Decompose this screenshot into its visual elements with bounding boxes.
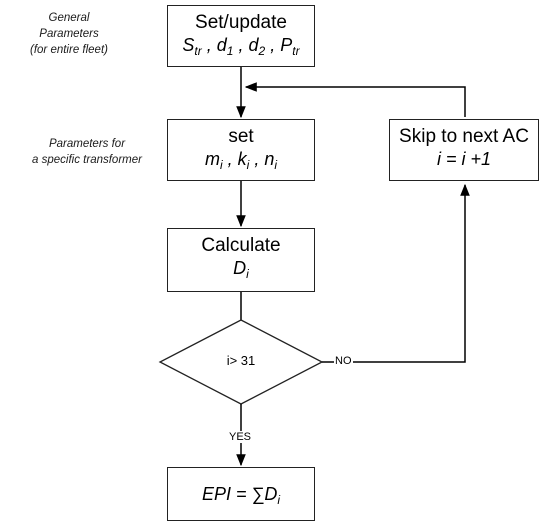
skip-formula: i = i +1	[436, 149, 492, 169]
var-s: Str	[182, 35, 202, 58]
calculate-title: Calculate	[201, 235, 281, 256]
var-n: ni	[264, 149, 278, 172]
note-line: (for entire fleet)	[30, 44, 108, 56]
note-line: Parameters	[39, 28, 99, 40]
general-parameters-note: General Parameters (for entire fleet)	[10, 10, 128, 58]
result-box: EPI = ∑Di	[167, 467, 315, 521]
yes-label: YES	[228, 431, 253, 443]
arrow-no-to-skip	[322, 183, 470, 363]
calculate-var: Di	[233, 258, 249, 281]
var-p: Ptr	[280, 35, 300, 58]
note-line: a specific transformer	[32, 154, 142, 166]
skip-box: Skip to next AC i = i +1	[389, 119, 539, 181]
set-update-vars: Str , d1 , d2 , Ptr	[182, 35, 300, 58]
no-label: NO	[334, 355, 353, 367]
note-line: Parameters for	[48, 138, 126, 150]
result-formula: EPI = ∑Di	[201, 484, 281, 507]
set-update-title: Set/update	[195, 12, 287, 33]
calculate-box: Calculate Di	[167, 228, 315, 292]
var-m: mi	[204, 149, 223, 172]
skip-title: Skip to next AC	[399, 126, 529, 147]
decision-label: i> 31	[226, 353, 256, 368]
note-line: General	[48, 12, 90, 24]
arrow-skip-to-loop	[244, 82, 466, 117]
set-box: set mi , ki , ni	[167, 119, 315, 181]
var-k: ki	[237, 149, 250, 172]
set-title: set	[228, 126, 254, 147]
var-d2: d2	[248, 35, 266, 58]
var-d1: d1	[216, 35, 234, 58]
set-update-box: Set/update Str , d1 , d2 , Ptr	[167, 5, 315, 67]
set-vars: mi , ki , ni	[204, 149, 278, 172]
specific-parameters-note: Parameters for a specific transformer	[2, 136, 172, 168]
